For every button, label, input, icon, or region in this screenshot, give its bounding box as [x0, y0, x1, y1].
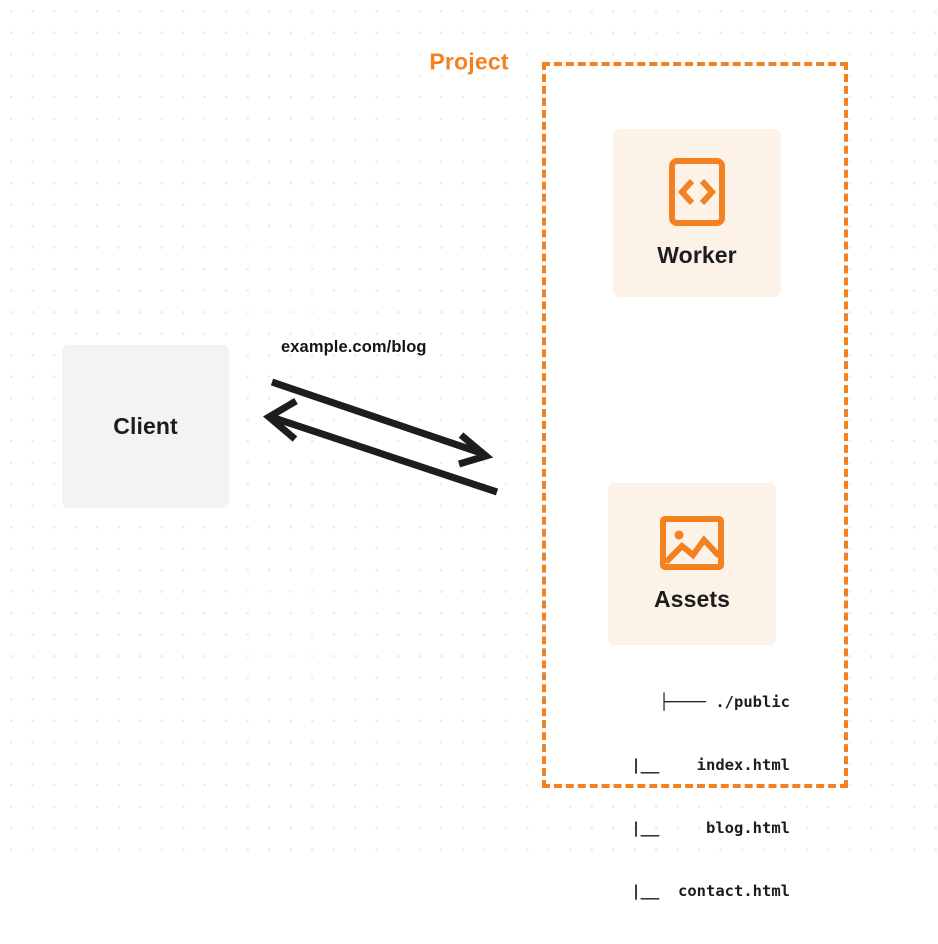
- tree-row: |__ blog.html: [603, 819, 790, 837]
- image-icon: [660, 516, 724, 570]
- assets-card[interactable]: Assets: [608, 483, 776, 645]
- client-node: Client: [62, 345, 229, 508]
- code-brackets-icon: [669, 158, 725, 226]
- request-url-label: example.com/blog: [281, 338, 427, 356]
- response-arrow: [262, 397, 499, 496]
- request-arrow: [270, 378, 494, 468]
- worker-card[interactable]: Worker: [613, 129, 781, 297]
- tree-row: ├──── ./public: [659, 693, 790, 711]
- tree-row: |__ index.html: [603, 756, 790, 774]
- client-label: Client: [113, 413, 178, 439]
- diagram-canvas: Client example.com/blog Project Worker: [0, 0, 938, 900]
- tree-row: |__ contact.html: [603, 882, 790, 900]
- project-title: Project: [422, 48, 516, 76]
- connector-arrows: [262, 378, 499, 496]
- worker-label: Worker: [657, 242, 737, 268]
- assets-label: Assets: [653, 586, 731, 612]
- assets-file-tree: ├──── ./public |__ index.html |__ blog.h…: [540, 650, 790, 944]
